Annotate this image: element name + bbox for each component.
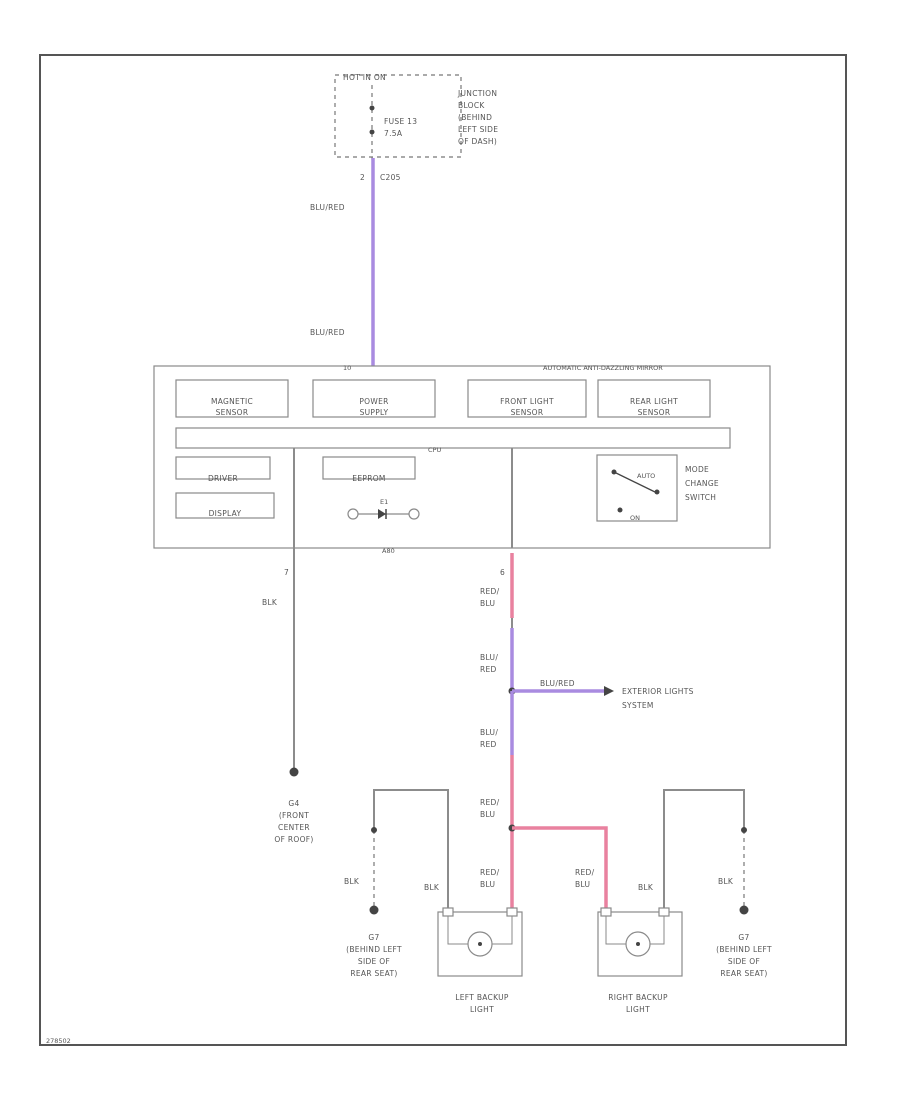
fuse-location-3: (BEHIND bbox=[458, 113, 492, 122]
g7-right-id: G7 bbox=[738, 933, 749, 942]
pin-left: 7 bbox=[284, 568, 289, 577]
switch-label-3: SWITCH bbox=[685, 493, 716, 502]
fuse-pin: 2 bbox=[360, 173, 365, 182]
wire-label-blk: BLK bbox=[262, 598, 278, 607]
wire-label-blu-red-1a: BLU/ bbox=[480, 653, 498, 662]
left-lamp-label-2: LIGHT bbox=[470, 1005, 494, 1014]
magnetic-sensor-box bbox=[175, 379, 289, 418]
front-light-sensor-box bbox=[467, 379, 587, 418]
right-backup-light: BLK BLK RIGHT BACKUP LIGHT G7 (BEHIND LE… bbox=[597, 789, 772, 1014]
magnetic-sensor-label-2: SENSOR bbox=[216, 408, 249, 417]
fuse-connector: C205 bbox=[380, 173, 401, 182]
fuse-terminal-bottom bbox=[369, 129, 375, 135]
fuse-location-4: LEFT SIDE bbox=[458, 125, 498, 134]
rear-light-sensor-label-2: SENSOR bbox=[638, 408, 671, 417]
g4-desc-2: CENTER bbox=[278, 823, 310, 832]
g7-left-desc-2: SIDE OF bbox=[358, 957, 390, 966]
g7-right-desc-3: REAR SEAT) bbox=[720, 969, 767, 978]
fuse-name: FUSE 13 bbox=[384, 117, 417, 126]
g4-desc-3: OF ROOF) bbox=[274, 835, 313, 844]
wire-label-upper-bottom: BLU/RED bbox=[310, 328, 345, 337]
mirror-module: AUTOMATIC ANTI-DAZZLING MIRROR 10 MAGNET… bbox=[153, 364, 771, 555]
g7-left-desc-3: REAR SEAT) bbox=[350, 969, 397, 978]
eeprom-box bbox=[322, 456, 416, 480]
driver-box bbox=[175, 456, 271, 480]
led-symbol: E1 bbox=[347, 498, 420, 520]
wire-label-blk-right-lamp: BLK bbox=[638, 883, 654, 892]
display-box bbox=[175, 492, 275, 519]
mode-change-switch: AUTO ON MODE CHANGE SWITCH bbox=[596, 454, 719, 522]
cpu-label: CPU bbox=[428, 446, 441, 454]
diagram-frame bbox=[39, 54, 847, 1046]
g7-right-desc-1: (BEHIND LEFT bbox=[716, 945, 772, 954]
wire-label-red-blu-right-a: RED/ bbox=[575, 868, 595, 877]
fuse-block-title: HOT IN ON bbox=[343, 73, 386, 82]
wire-label-blk-far-right: BLK bbox=[718, 877, 734, 886]
wire-label-red-blu-right-b: BLU bbox=[575, 880, 590, 889]
left-backup-light: BLK BLK LEFT BACKUP LIGHT G7 (BEHIND LEF… bbox=[344, 789, 523, 1014]
pin-right: 6 bbox=[500, 568, 505, 577]
right-lamp-label-2: LIGHT bbox=[626, 1005, 650, 1014]
wire-label-blu-red-2b: RED bbox=[480, 740, 497, 749]
fuse-block-outline bbox=[334, 74, 462, 158]
mirror-pin-top: 10 bbox=[343, 364, 351, 372]
wire-label-red-blu-1b: BLU bbox=[480, 599, 495, 608]
switch-on-label: ON bbox=[630, 514, 640, 522]
wire-label-red-blu-2b: BLU bbox=[480, 810, 495, 819]
footer-code: 278502 bbox=[46, 1037, 71, 1045]
fuse-terminal-top bbox=[369, 105, 375, 111]
display-label: DISPLAY bbox=[209, 509, 242, 518]
rear-light-sensor-box bbox=[597, 379, 711, 418]
g7-right-desc-2: SIDE OF bbox=[728, 957, 760, 966]
exterior-label-1: EXTERIOR LIGHTS bbox=[622, 687, 694, 696]
mirror-title: AUTOMATIC ANTI-DAZZLING MIRROR bbox=[543, 364, 663, 372]
ground-g4-dot bbox=[289, 767, 299, 777]
g4-id: G4 bbox=[288, 799, 299, 808]
switch-label-2: CHANGE bbox=[685, 479, 719, 488]
magnetic-sensor-label-1: MAGNETIC bbox=[211, 397, 253, 406]
left-lamp-label-1: LEFT BACKUP bbox=[455, 993, 509, 1002]
wire-label-branch: BLU/RED bbox=[540, 679, 575, 688]
switch-label-1: MODE bbox=[685, 465, 709, 474]
arrow-exterior bbox=[604, 686, 614, 696]
mirror-connector: A80 bbox=[382, 547, 395, 555]
fuse-location-5: OF DASH) bbox=[458, 137, 497, 146]
wire-label-upper-top: BLU/RED bbox=[310, 203, 345, 212]
driver-label: DRIVER bbox=[208, 474, 238, 483]
front-light-sensor-label-1: FRONT LIGHT bbox=[500, 397, 554, 406]
front-light-sensor-label-2: SENSOR bbox=[511, 408, 544, 417]
right-lamp-label-1: RIGHT BACKUP bbox=[608, 993, 668, 1002]
fuse-location-1: JUNCTION bbox=[457, 89, 497, 98]
ground-g7-right-dot bbox=[739, 905, 749, 915]
fuse-rating: 7.5A bbox=[384, 129, 403, 138]
led-label: E1 bbox=[380, 498, 388, 506]
wire-label-blk-left-lamp: BLK bbox=[424, 883, 440, 892]
fuse-block: HOT IN ON FUSE 13 7.5A JUNCTION BLOCK (B… bbox=[334, 73, 498, 182]
wire-label-blk-far-left: BLK bbox=[344, 877, 360, 886]
wire-label-red-blu-left-b: BLU bbox=[480, 880, 495, 889]
ground-g7-left-dot bbox=[369, 905, 379, 915]
eeprom-label: EEPROM bbox=[352, 474, 385, 483]
g7-left-id: G7 bbox=[368, 933, 379, 942]
wire-label-red-blu-2a: RED/ bbox=[480, 798, 500, 807]
switch-auto-label: AUTO bbox=[637, 472, 655, 480]
wire-label-blu-red-2a: BLU/ bbox=[480, 728, 498, 737]
wire-red-blu-right-lamp bbox=[512, 826, 608, 912]
cpu-box bbox=[175, 427, 731, 449]
wire-label-blu-red-1b: RED bbox=[480, 665, 497, 674]
fuse-location-2: BLOCK bbox=[458, 101, 485, 110]
wire-label-red-blu-1a: RED/ bbox=[480, 587, 500, 596]
exterior-label-2: SYSTEM bbox=[622, 701, 654, 710]
power-supply-box bbox=[312, 379, 436, 418]
wire-label-red-blu-left-a: RED/ bbox=[480, 868, 500, 877]
power-supply-label-1: POWER bbox=[359, 397, 388, 406]
power-supply-label-2: SUPPLY bbox=[360, 408, 389, 417]
rear-light-sensor-label-1: REAR LIGHT bbox=[630, 397, 678, 406]
g7-left-desc-1: (BEHIND LEFT bbox=[346, 945, 402, 954]
g4-desc-1: (FRONT bbox=[279, 811, 309, 820]
